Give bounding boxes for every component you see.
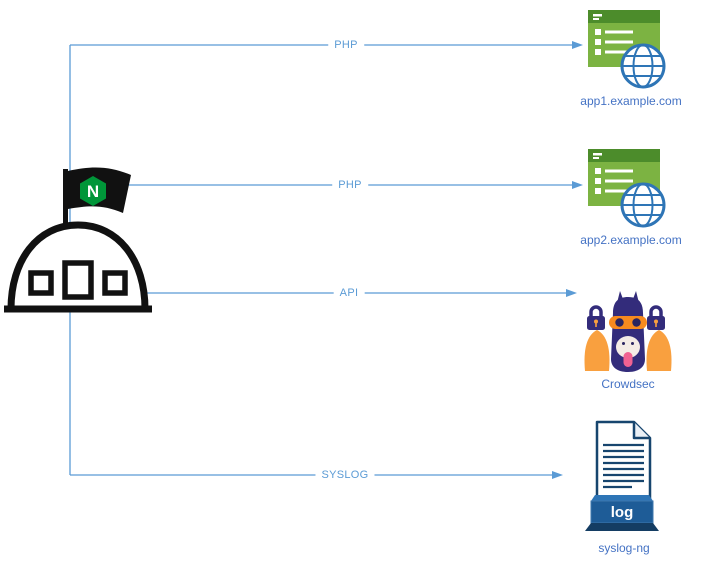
log-box-base <box>585 523 659 531</box>
document-text-lines <box>603 443 644 489</box>
header-dashes <box>593 153 602 159</box>
edge-label-php-1: PHP <box>328 38 364 52</box>
padlock-icon <box>587 305 605 330</box>
nostril <box>622 342 625 345</box>
arrowhead-php-1 <box>572 41 583 49</box>
llama-muzzle <box>616 336 640 358</box>
hooded-figure-left <box>584 330 610 371</box>
nginx-logo-hexagon <box>80 176 106 206</box>
browser-header <box>588 149 660 162</box>
flag-pole <box>63 169 68 235</box>
hooded-figure-right <box>646 330 672 371</box>
door-center <box>62 260 94 300</box>
globe-icon <box>620 182 666 228</box>
crowdsec-llama-icon <box>584 291 672 372</box>
edge-label-api: API <box>333 286 365 300</box>
node-label-app2: app2.example.com <box>580 233 682 247</box>
nginx-logo-letter: N <box>87 182 99 201</box>
node-label-crowdsec: Crowdsec <box>601 377 655 391</box>
globe-icon <box>620 43 666 89</box>
web-app-icon <box>588 149 666 228</box>
llama-tongue <box>623 352 633 367</box>
edge-label-php-2: PHP <box>332 178 368 192</box>
arrowhead-syslog <box>552 471 563 479</box>
log-box-top <box>591 495 653 501</box>
edge-label-syslog: SYSLOG <box>315 468 375 482</box>
document-sheet <box>595 420 652 501</box>
content-list <box>595 168 633 194</box>
content-list <box>595 29 633 55</box>
node-label-syslog: syslog-ng <box>598 541 650 555</box>
nostril <box>631 342 634 345</box>
window-right <box>102 270 128 296</box>
browser-header <box>588 10 660 23</box>
node-label-app1: app1.example.com <box>580 94 682 108</box>
sunglasses-lens <box>632 318 641 327</box>
window-left <box>28 270 54 296</box>
document-fold <box>632 422 650 440</box>
log-box-text: log <box>611 504 634 521</box>
sunglasses <box>609 316 647 329</box>
web-app-icon <box>588 10 666 89</box>
arrowhead-api <box>566 289 577 297</box>
sunglasses-lens <box>615 318 624 327</box>
arrowhead-php-2 <box>572 181 583 189</box>
log-document-icon: log <box>585 420 659 531</box>
nginx-server-icon: N <box>4 167 152 313</box>
header-dashes <box>593 14 602 20</box>
padlock-icon <box>647 305 665 330</box>
